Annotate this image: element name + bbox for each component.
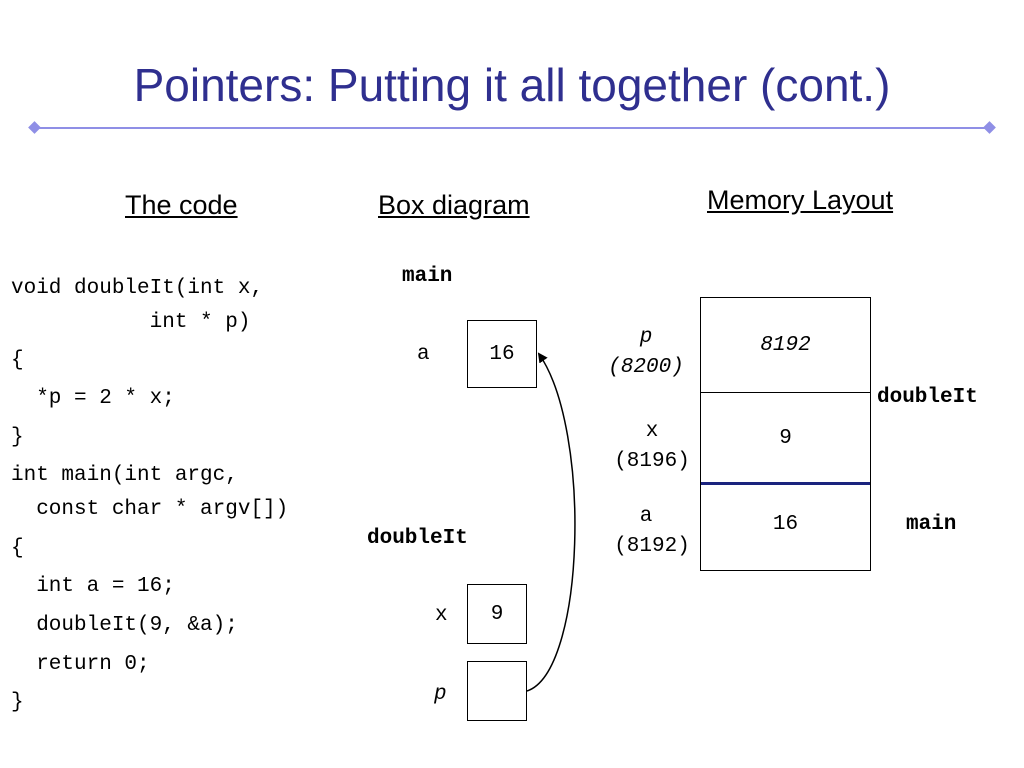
slide-title: Pointers: Putting it all together (cont.… [133, 59, 891, 111]
box-var-a-label: a [417, 343, 430, 366]
memory-label-a-address: (8192) [614, 535, 690, 558]
title-rule [36, 127, 990, 129]
heading-memory-layout: Memory Layout [707, 185, 894, 215]
memory-block: 8192 9 16 [700, 297, 871, 571]
code-line: int * p) [11, 311, 251, 334]
box-frame-label-main: main [402, 265, 453, 288]
code-line: doubleIt(9, &a); [11, 614, 238, 637]
box-frame-label-doubleit: doubleIt [367, 527, 468, 550]
memory-value-x: 9 [779, 427, 792, 450]
code-line: *p = 2 * x; [11, 387, 175, 410]
memory-label-p-name: p [639, 326, 653, 349]
code-line: void doubleIt(int x, [11, 277, 264, 300]
memory-label-p-address: (8200) [608, 356, 684, 379]
box-var-p-cell [467, 661, 527, 721]
memory-label-x-name: x [645, 420, 659, 443]
box-var-x-cell: 9 [467, 584, 527, 644]
code-line: int a = 16; [11, 575, 175, 598]
box-var-a-cell: 16 [467, 320, 537, 388]
memory-value-p: 8192 [760, 334, 811, 357]
memory-frame-label-doubleit: doubleIt [877, 386, 978, 409]
code-line: return 0; [11, 653, 150, 676]
code-line: } [11, 691, 24, 714]
code-line: { [11, 537, 24, 560]
code-line: } [11, 426, 24, 449]
memory-label-a-name: a [639, 505, 653, 528]
box-var-p-label: p [434, 683, 447, 706]
heading-box-diagram: Box diagram [378, 190, 530, 220]
memory-cell-p: 8192 [701, 298, 870, 393]
heading-the-code: The code [125, 190, 238, 220]
memory-cell-x: 9 [701, 393, 870, 485]
memory-value-a: 16 [772, 513, 799, 536]
memory-label-x-address: (8196) [614, 450, 690, 473]
memory-frame-label-main: main [906, 513, 957, 536]
code-line: const char * argv[]) [11, 498, 289, 521]
code-line: int main(int argc, [11, 464, 238, 487]
code-line: { [11, 349, 24, 372]
memory-cell-a: 16 [701, 487, 870, 570]
box-var-x-label: x [435, 604, 448, 627]
